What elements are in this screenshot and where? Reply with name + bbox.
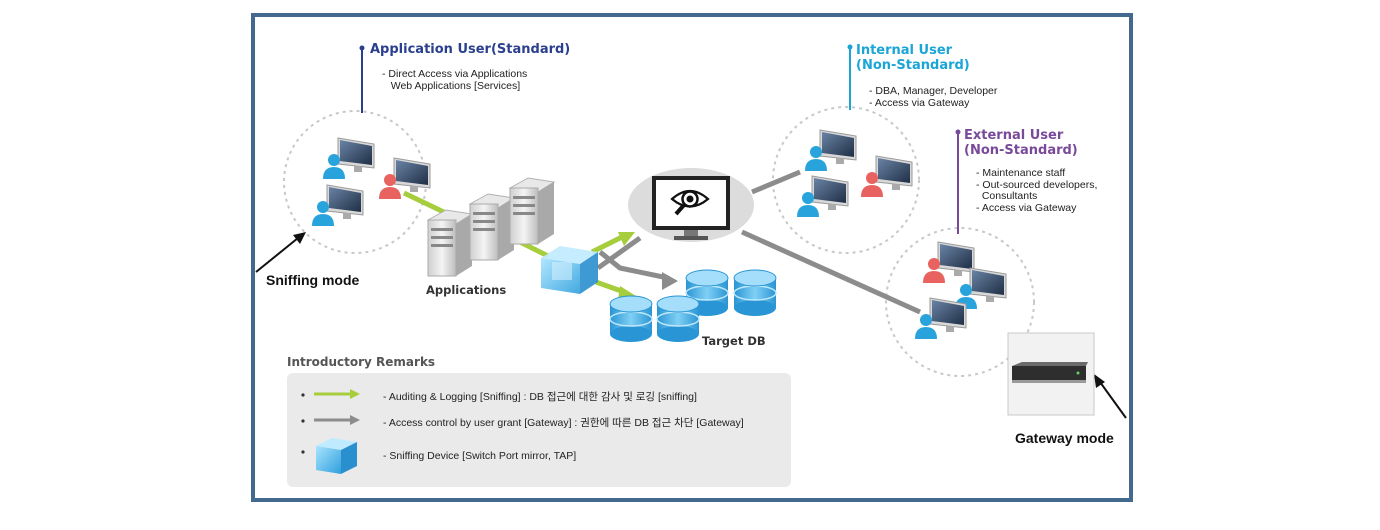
- user-person-icon: [805, 146, 827, 171]
- internal-user-desc-2: - Access via Gateway: [869, 97, 970, 109]
- sniffing-callout-arrow: [255, 237, 299, 273]
- user-person-icon: [797, 192, 819, 217]
- legend-item-sniffing: - Auditing & Logging [Sniffing] : DB 접근에…: [383, 391, 697, 403]
- user-person-icon: [312, 201, 334, 226]
- gateway-callout-arrow: [1099, 381, 1127, 419]
- user-stations: [312, 129, 1007, 339]
- monitoring-console: [628, 168, 754, 242]
- application-servers: [426, 177, 556, 277]
- external-user-desc-2: - Out-sourced developers,: [976, 179, 1098, 191]
- external-user-circle: [885, 227, 1035, 377]
- user-person-icon: [379, 174, 401, 199]
- gray-arrowhead: [662, 272, 678, 290]
- application-user-desc-2: Web Applications [Services]: [382, 80, 521, 92]
- external-user-desc-1: - Maintenance staff: [976, 167, 1066, 179]
- green-arrowhead-monitor: [618, 232, 635, 246]
- user-person-icon: [923, 258, 945, 283]
- eye-magnifier-icon: [670, 189, 710, 216]
- legend-gray-arrow-icon: [314, 415, 360, 425]
- external-user-desc-3: Consultants: [976, 190, 1038, 202]
- application-user-title: Application User(Standard): [370, 42, 571, 57]
- user-station: [323, 137, 375, 179]
- gateway-lines: [596, 169, 922, 315]
- legend-item-device: - Sniffing Device [Switch Port mirror, T…: [383, 450, 577, 462]
- user-person-icon: [915, 314, 937, 339]
- legend-cube-icon: [316, 438, 357, 474]
- user-station: [379, 157, 431, 199]
- external-user-title: External User: [964, 128, 1064, 143]
- sniffing-callout-arrowhead: [293, 232, 306, 244]
- user-station: [797, 175, 849, 217]
- target-db-label: Target DB: [702, 334, 766, 348]
- legend-panel: [287, 373, 791, 487]
- legend-green-arrow-icon: [314, 389, 360, 399]
- gateway-mode-label: Gateway mode: [1015, 430, 1114, 446]
- internal-user-dot: [847, 44, 853, 50]
- gateway-appliance: [1007, 332, 1095, 416]
- user-person-icon: [861, 172, 883, 197]
- sniffing-device-cube: [541, 246, 598, 294]
- monitor-screen: [652, 176, 730, 230]
- internal-user-circle: [772, 106, 920, 254]
- external-user-desc-4: - Access via Gateway: [976, 202, 1077, 214]
- user-person-icon: [323, 154, 345, 179]
- user-station: [955, 267, 1007, 309]
- external-user-dot: [955, 129, 961, 135]
- target-db-icon: [609, 269, 777, 342]
- user-station: [923, 241, 975, 283]
- sniffing-mode-label: Sniffing mode: [266, 272, 360, 288]
- internal-user-subtitle: (Non-Standard): [856, 58, 970, 73]
- internal-user-desc-1: - DBA, Manager, Developer: [869, 85, 998, 97]
- applications-label: Applications: [426, 283, 507, 297]
- user-station: [805, 129, 857, 171]
- application-user-desc-1: - Direct Access via Applications: [382, 68, 528, 80]
- external-user-subtitle: (Non-Standard): [964, 143, 1078, 158]
- gateway-callout-arrowhead: [1094, 374, 1105, 388]
- legend-title: Introductory Remarks: [287, 355, 436, 369]
- user-station: [915, 297, 967, 339]
- legend-item-gateway: - Access control by user grant [Gateway]…: [383, 417, 744, 429]
- internal-user-title: Internal User: [856, 43, 953, 58]
- user-station: [312, 184, 364, 226]
- user-station: [861, 155, 913, 197]
- application-user-dot: [359, 45, 365, 51]
